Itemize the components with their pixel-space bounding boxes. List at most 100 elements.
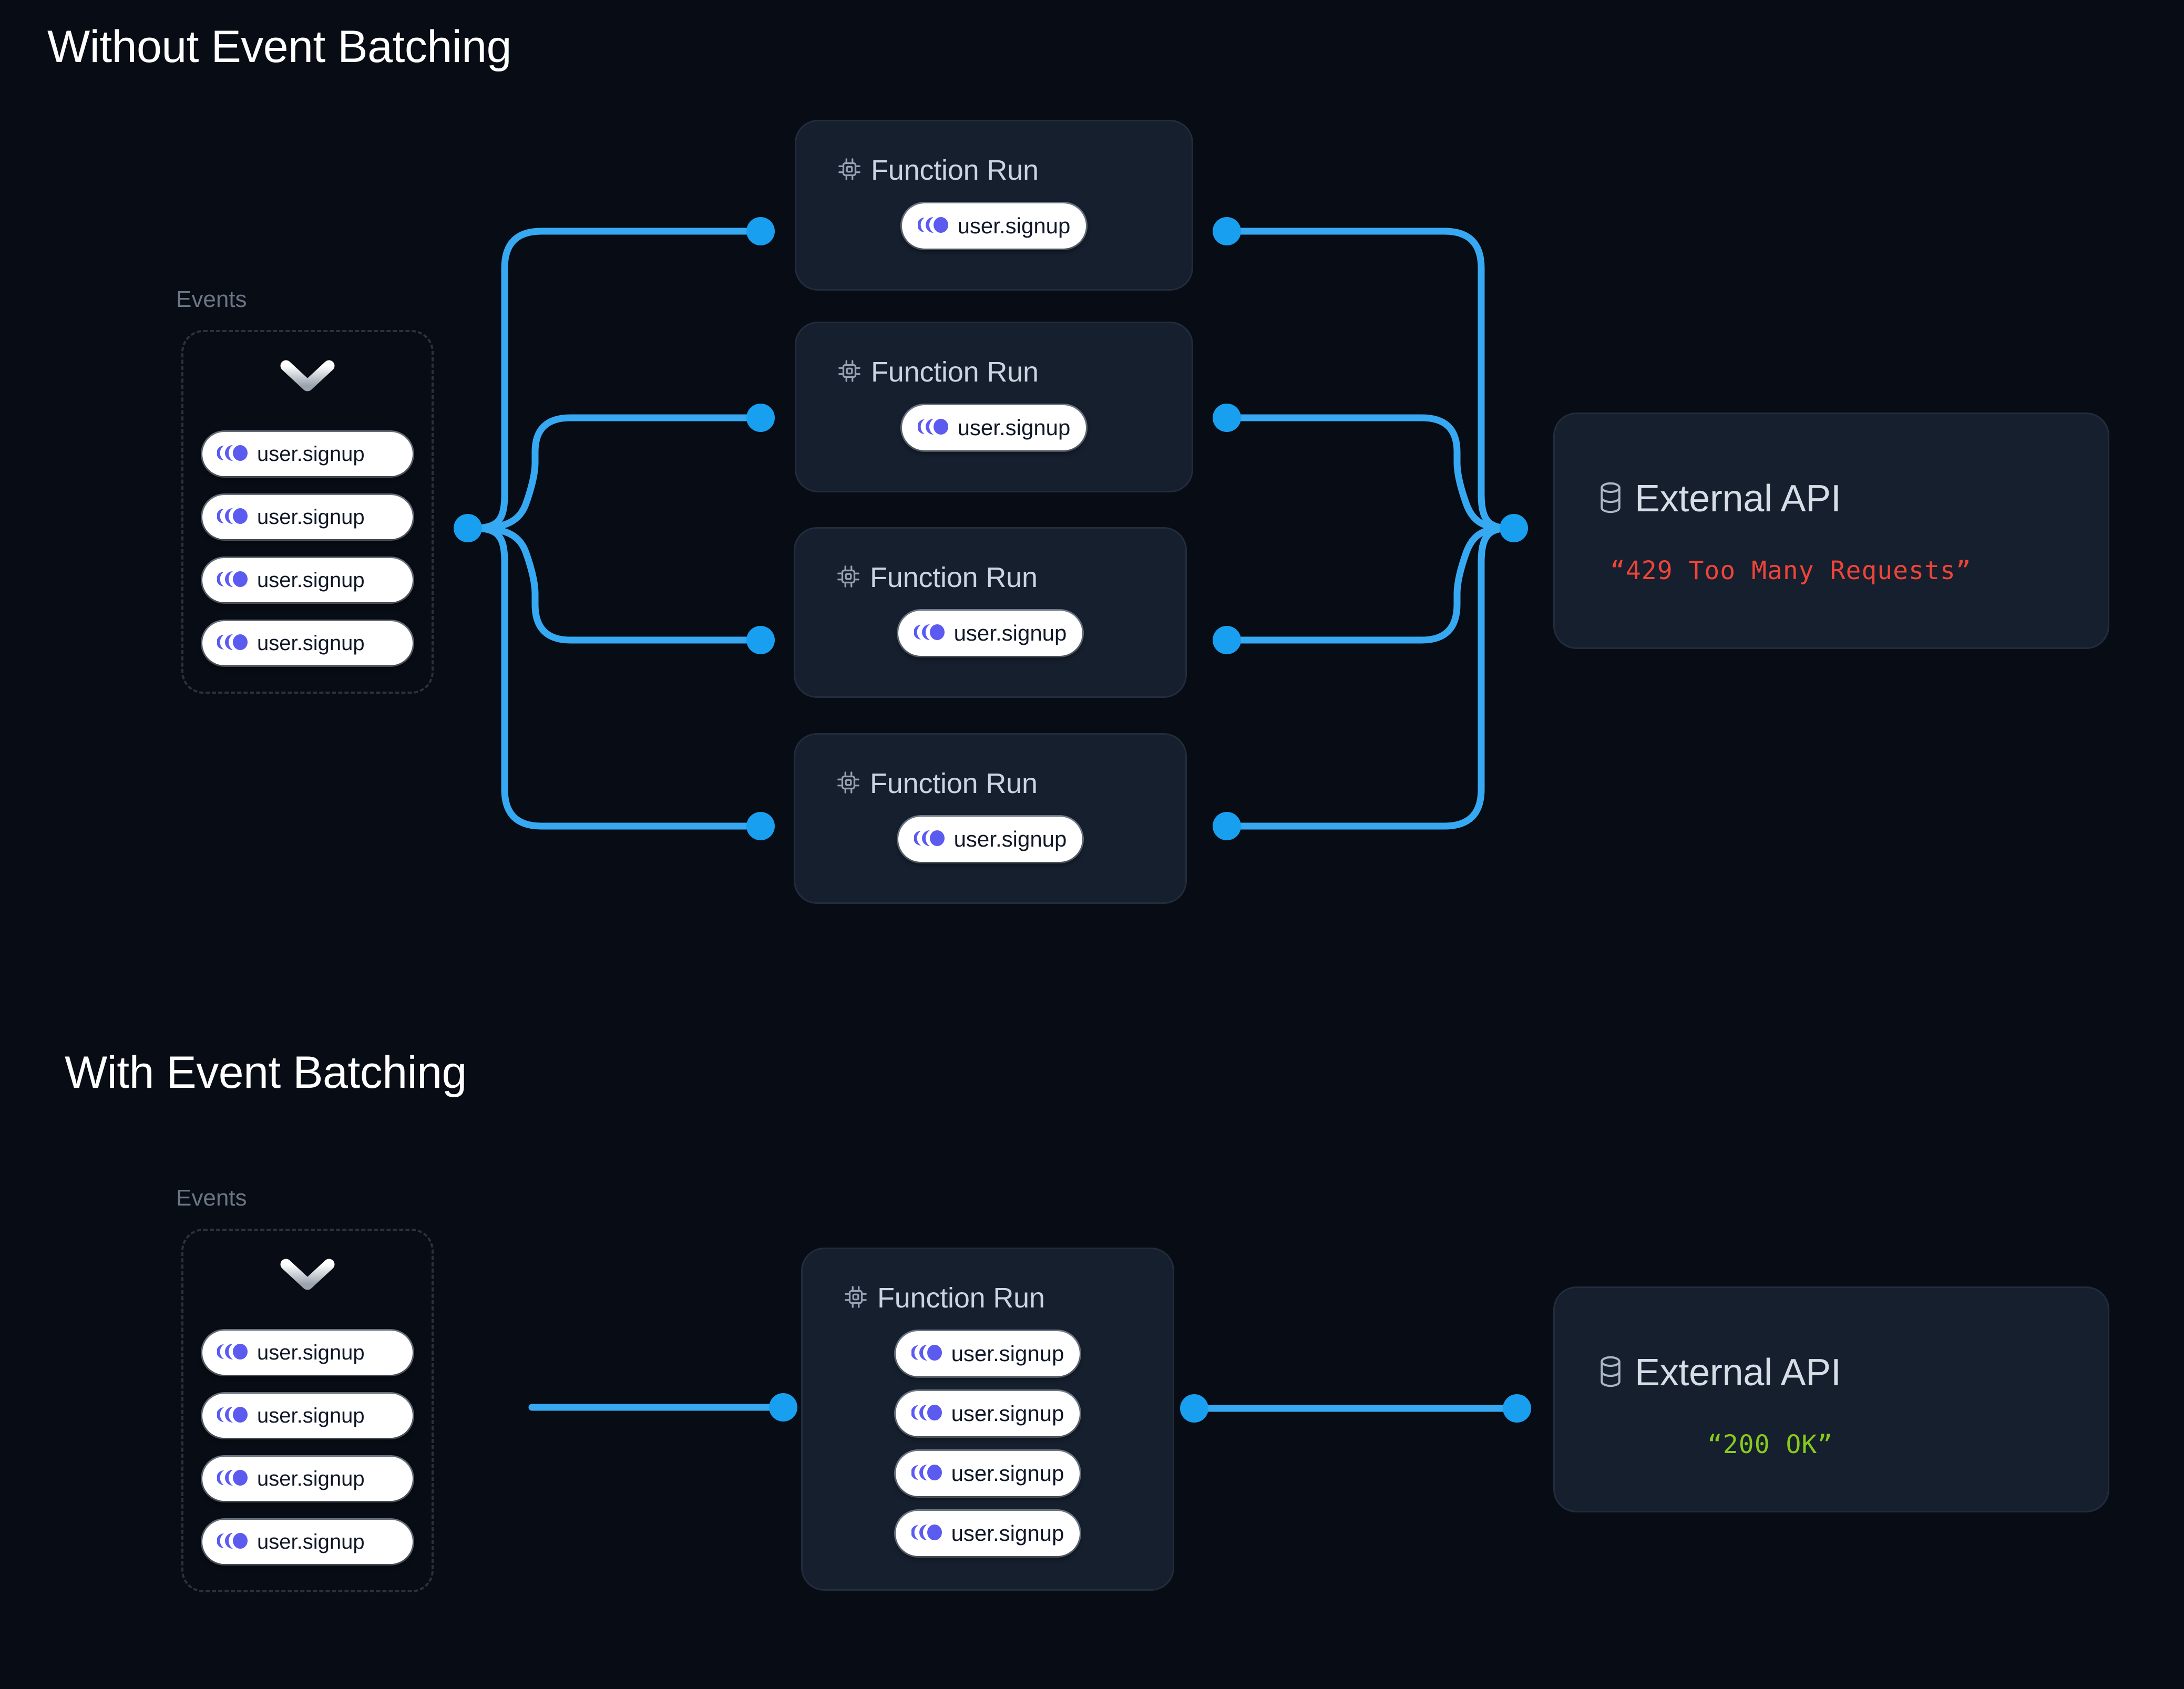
events-group-bottom: user.signup user.signup — [181, 1229, 434, 1592]
edge-dot-fn3-out — [1213, 626, 1241, 654]
cpu-chip-icon — [836, 564, 860, 591]
edge-dot-fn2-in — [746, 404, 775, 432]
event-pill[interactable]: user.signup — [202, 432, 413, 476]
event-pill-label: user.signup — [257, 1530, 365, 1553]
event-stream-icon — [217, 1468, 248, 1490]
edge-fanout-3 — [469, 524, 761, 644]
event-stream-icon — [217, 633, 248, 654]
database-icon — [1596, 481, 1625, 517]
edge-dot-fn3-in — [746, 626, 775, 654]
event-stream-icon — [917, 215, 948, 237]
function-run-card-header: Function Run — [837, 154, 1192, 187]
function-run-events: user.signup — [796, 405, 1192, 450]
event-pill-label: user.signup — [953, 621, 1067, 645]
event-stream-icon — [910, 1343, 942, 1365]
event-stream-icon — [917, 417, 948, 439]
events-list-bottom: user.signup user.signup — [202, 1331, 413, 1564]
edge-converge-2 — [1226, 414, 1513, 532]
function-run-card-header: Function Run — [836, 767, 1185, 800]
events-group-top: user.signup user.signup — [181, 330, 434, 694]
function-run-card[interactable]: Function Run user.signup — [801, 1248, 1174, 1591]
chevron-down-icon — [279, 357, 336, 397]
function-run-card[interactable]: Function Run user.signup — [794, 527, 1187, 698]
edge-dot-source-top — [454, 514, 482, 542]
event-pill[interactable]: user.signup — [202, 621, 413, 665]
chevron-down-icon — [279, 1256, 336, 1295]
event-stream-icon — [217, 1531, 248, 1553]
event-pill-label: user.signup — [957, 415, 1071, 440]
events-label-bottom: Events — [176, 1185, 247, 1211]
event-pill[interactable]: user.signup — [901, 405, 1086, 450]
edge-dot-fn4-out — [1213, 812, 1241, 840]
event-pill[interactable]: user.signup — [202, 495, 413, 539]
status-badge: “200 OK” — [1707, 1430, 1833, 1459]
event-pill[interactable]: user.signup — [895, 1331, 1080, 1376]
event-pill-label: user.signup — [951, 1461, 1064, 1486]
event-stream-icon — [217, 570, 248, 591]
event-stream-icon — [217, 507, 248, 528]
section-title-with-batching: With Event Batching — [65, 1047, 467, 1098]
event-pill-label: user.signup — [951, 1401, 1064, 1426]
function-run-events: user.signup — [795, 611, 1185, 656]
function-run-title: Function Run — [877, 1282, 1045, 1314]
event-pill-label: user.signup — [257, 505, 365, 529]
function-run-card[interactable]: Function Run user.signup — [795, 120, 1193, 291]
event-pill[interactable]: user.signup — [895, 1391, 1080, 1436]
edge-dot-fn-in-bottom — [769, 1393, 797, 1422]
edge-dot-fn2-out — [1213, 404, 1241, 432]
edge-dot-api-in-bottom — [1503, 1394, 1531, 1423]
event-pill-label: user.signup — [257, 1404, 365, 1427]
event-pill[interactable]: user.signup — [898, 611, 1083, 656]
event-pill[interactable]: user.signup — [901, 203, 1086, 249]
edge-dot-fn4-in — [746, 812, 775, 840]
event-pill-label: user.signup — [951, 1521, 1064, 1546]
external-api-header: External API — [1596, 477, 2108, 520]
function-run-events: user.signup — [796, 203, 1192, 249]
edge-fanout-4 — [469, 524, 761, 830]
function-run-card[interactable]: Function Run user.signup — [795, 322, 1193, 492]
function-run-card-header: Function Run — [837, 356, 1192, 388]
function-run-card-header: Function Run — [836, 561, 1185, 594]
event-pill[interactable]: user.signup — [202, 558, 413, 602]
event-pill[interactable]: user.signup — [202, 1520, 413, 1564]
event-pill-label: user.signup — [957, 213, 1071, 238]
event-stream-icon — [217, 444, 248, 465]
external-api-header: External API — [1596, 1351, 2108, 1394]
section-title-without-batching: Without Event Batching — [47, 22, 511, 72]
event-stream-icon — [913, 623, 945, 644]
external-api-card[interactable]: External API “429 Too Many Requests” — [1553, 413, 2109, 649]
event-pill[interactable]: user.signup — [895, 1451, 1080, 1496]
edge-fanout-1 — [469, 228, 761, 532]
event-pill-label: user.signup — [951, 1341, 1064, 1366]
event-pill[interactable]: user.signup — [202, 1331, 413, 1375]
edge-dot-fn-out-bottom — [1180, 1394, 1208, 1423]
function-run-card[interactable]: Function Run user.signup — [794, 733, 1187, 904]
edge-converge-4 — [1226, 524, 1513, 830]
events-label-top: Events — [176, 286, 247, 312]
edge-converge-3 — [1226, 524, 1513, 644]
event-stream-icon — [910, 1403, 942, 1425]
event-pill-label: user.signup — [257, 1467, 365, 1490]
event-pill[interactable]: user.signup — [202, 1394, 413, 1438]
cpu-chip-icon — [837, 157, 862, 184]
function-run-title: Function Run — [871, 155, 1039, 186]
event-pill-label: user.signup — [257, 442, 365, 466]
external-api-title: External API — [1635, 1352, 1841, 1394]
external-api-card[interactable]: External API “200 OK” — [1553, 1286, 2109, 1512]
edge-dot-api-in-top — [1500, 514, 1528, 542]
edge-dot-fn1-in — [746, 217, 775, 245]
event-pill[interactable]: user.signup — [898, 817, 1083, 862]
edge-dot-fn1-out — [1213, 217, 1241, 245]
event-stream-icon — [217, 1342, 248, 1364]
cpu-chip-icon — [844, 1285, 868, 1312]
event-pill-label: user.signup — [257, 1341, 365, 1364]
event-pill[interactable]: user.signup — [895, 1511, 1080, 1556]
event-stream-icon — [910, 1463, 942, 1485]
event-stream-icon — [913, 829, 945, 850]
event-pill-label: user.signup — [257, 631, 365, 655]
function-run-events: user.signup user.signup — [803, 1331, 1173, 1556]
events-list-top: user.signup user.signup — [202, 432, 413, 665]
function-run-card-header: Function Run — [844, 1282, 1173, 1314]
event-pill[interactable]: user.signup — [202, 1457, 413, 1501]
